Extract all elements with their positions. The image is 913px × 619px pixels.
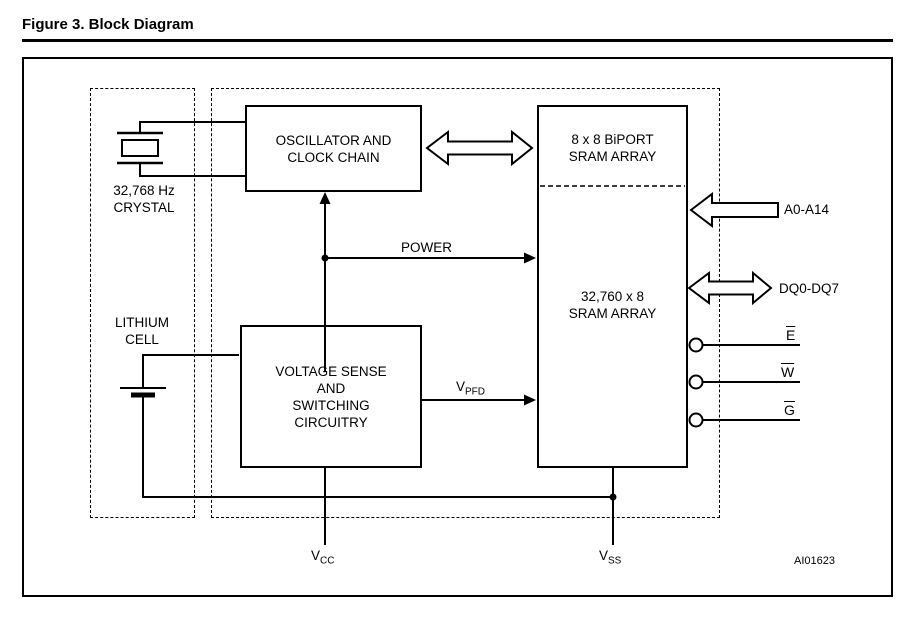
- biport-text-line1: 8 x 8 BiPORT: [571, 131, 654, 147]
- vcc-base: V: [311, 548, 321, 563]
- voltage-text-line3: SWITCHING: [292, 397, 370, 413]
- vss-label: VSS: [599, 547, 622, 567]
- biport-text-line2: SRAM ARRAY: [568, 148, 657, 164]
- title-underline: [22, 39, 893, 42]
- lithium-label-line2: CELL: [125, 332, 159, 347]
- voltage-text-line4: CIRCUITRY: [294, 414, 368, 430]
- figure-title: Figure 3. Block Diagram: [22, 16, 194, 33]
- voltage-text-line2: AND: [316, 380, 346, 396]
- voltage-text-line1: VOLTAGE SENSE: [275, 363, 387, 379]
- w-pin-label: W: [781, 364, 795, 380]
- figure-border: [22, 57, 893, 597]
- address-bus-label: A0-A14: [784, 202, 830, 217]
- vcc-label: VCC: [311, 547, 335, 567]
- biport-sram-section: 8 x 8 BiPORT SRAM ARRAY: [539, 107, 686, 188]
- oscillator-clock-chain-block: OSCILLATOR AND CLOCK CHAIN: [245, 105, 422, 192]
- oscillator-text-line2: CLOCK CHAIN: [287, 149, 380, 165]
- oscillator-text-line1: OSCILLATOR AND: [275, 132, 392, 148]
- g-pin-label: G: [784, 402, 795, 418]
- figure-ref-code: AI01623: [794, 555, 835, 567]
- crystal-label-line2: CRYSTAL: [113, 200, 175, 215]
- e-pin-label: E: [786, 327, 796, 343]
- lithium-cell-label: LITHIUM CELL: [100, 314, 184, 348]
- vss-sub: SS: [608, 555, 622, 567]
- vpfd-base: V: [456, 379, 466, 394]
- sram-text-line2: SRAM ARRAY: [568, 306, 657, 321]
- vcc-sub: CC: [320, 555, 335, 567]
- vpfd-sub: PFD: [465, 386, 486, 398]
- sram-array-block: 8 x 8 BiPORT SRAM ARRAY 32,760 x 8 SRAM …: [537, 105, 688, 468]
- power-label: POWER: [401, 240, 453, 255]
- battery-crystal-region: [90, 88, 195, 518]
- vss-base: V: [599, 548, 609, 563]
- sram-text-line1: 32,760 x 8: [580, 289, 645, 304]
- vpfd-label: VPFD: [456, 378, 486, 398]
- crystal-label: 32,768 Hz CRYSTAL: [98, 182, 190, 216]
- crystal-label-line1: 32,768 Hz: [113, 183, 175, 198]
- main-sram-section: 32,760 x 8 SRAM ARRAY: [539, 288, 686, 322]
- lithium-label-line1: LITHIUM: [115, 315, 169, 330]
- voltage-sense-block: VOLTAGE SENSE AND SWITCHING CIRCUITRY: [240, 325, 422, 468]
- data-bus-label: DQ0-DQ7: [779, 281, 840, 296]
